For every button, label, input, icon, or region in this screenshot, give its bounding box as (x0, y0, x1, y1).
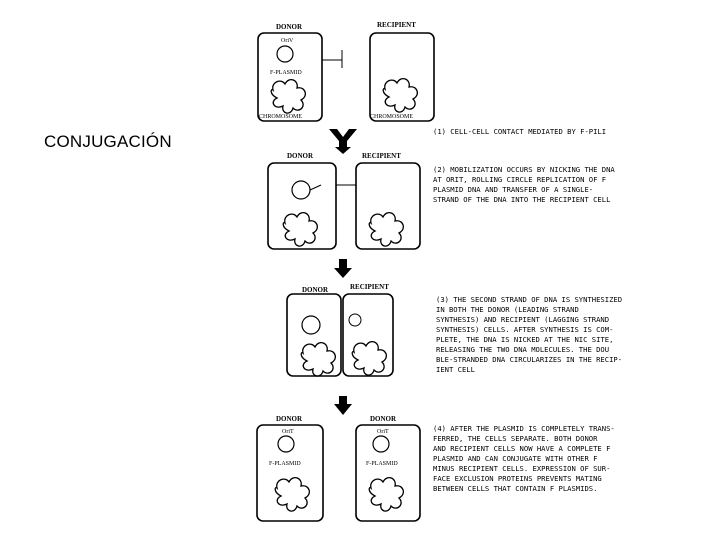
caption-line: (3) THE SECOND STRAND OF DNA IS SYNTHESI… (436, 295, 622, 304)
donor-label: DONOR (276, 23, 303, 31)
caption-line: (2) MOBILIZATION OCCURS BY NICKING THE D… (433, 165, 615, 174)
recipient-plasmid (348, 313, 362, 327)
f-plasmid-label-right: F-PLASMID (366, 461, 398, 467)
left-chromosome (274, 476, 311, 512)
donor-chromosome (300, 341, 337, 377)
donor-chromosome (282, 211, 319, 247)
f-plasmid (276, 45, 294, 63)
caption-line: PLETE, THE DNA IS NICKED AT THE NIC SITE… (436, 335, 613, 344)
recipient-chromosome (368, 211, 405, 247)
recipient-label: RECIPIENT (377, 21, 416, 29)
caption-line: FERRED, THE CELLS SEPARATE. BOTH DONOR (433, 434, 598, 443)
caption-line: BLE-STRANDED DNA CIRCULARIZES IN THE REC… (436, 355, 622, 364)
caption-line: AND RECIPIENT CELLS NOW HAVE A COMPLETE … (433, 444, 610, 453)
f-plasmid (291, 180, 311, 200)
recipient-label: RECIPIENT (350, 283, 389, 291)
caption-3: (3) THE SECOND STRAND OF DNA IS SYNTHESI… (436, 295, 622, 374)
page-title: CONJUGACIÓN (44, 132, 172, 151)
caption-line: PLASMID AND CAN CONJUGATE WITH OTHER F (433, 454, 597, 463)
donor-plasmid (301, 315, 321, 335)
stage-2: DONOR RECIPIENT (267, 152, 421, 250)
left-cell (256, 424, 324, 522)
right-cell (355, 424, 421, 522)
caption-line: BETWEEN CELLS THAT CONTAIN F PLASMIDS. (433, 484, 597, 493)
caption-line: IENT CELL (436, 365, 475, 374)
recipient-chromosome (351, 340, 388, 376)
donor-chromosome (270, 78, 307, 114)
arrow-2 (334, 259, 352, 278)
stage-1: DONOR RECIPIENT OriV F-PLASMID CHROMOSOM… (257, 21, 435, 122)
arrow-3 (334, 396, 352, 415)
caption-line: MINUS RECIPIENT CELLS. EXPRESSION OF SUR… (433, 464, 610, 473)
f-plasmid-label: F-PLASMID (270, 70, 302, 76)
recipient-cell (355, 162, 421, 250)
caption-line: (4) AFTER THE PLASMID IS COMPLETELY TRAN… (433, 424, 615, 433)
arrow-1 (329, 129, 357, 154)
caption-line: AT ORIT, ROLLING CIRCLE REPLICATION OF F (433, 175, 606, 184)
donor-label: DONOR (287, 152, 314, 160)
caption-2: (2) MOBILIZATION OCCURS BY NICKING THE D… (433, 165, 615, 204)
donor-chromosome-label: CHROMOSOME (259, 114, 302, 120)
caption-line: RELEASING THE TWO DNA MOLECULES. THE DOU (436, 345, 609, 354)
caption-line: PLASMID DNA AND TRANSFER OF A SINGLE- (433, 185, 593, 194)
recipient-chromosome-label: CHROMOSOME (370, 114, 413, 120)
stage-3: DONOR RECIPIENT (286, 283, 394, 377)
recipient-cell (369, 32, 435, 122)
left-plasmid (277, 435, 295, 453)
donor-label-left: DONOR (276, 415, 303, 423)
orit-label-left: OriT (282, 429, 294, 435)
oriv-label: OriV (281, 38, 294, 44)
caption-line: STRAND OF THE DNA INTO THE RECIPIENT CEL… (433, 195, 610, 204)
recipient-cell (342, 293, 394, 377)
recipient-chromosome (382, 77, 419, 113)
caption-line: IN BOTH THE DONOR (LEADING STRAND (436, 305, 579, 314)
right-plasmid (372, 435, 390, 453)
right-chromosome (368, 476, 405, 512)
caption-line: (1) CELL-CELL CONTACT MEDIATED BY F-PILI (433, 127, 606, 136)
stage-4: DONOR DONOR OriT F-PLASMID OriT F-PLASMI… (256, 415, 421, 522)
transferring-strand (309, 184, 322, 191)
caption-4: (4) AFTER THE PLASMID IS COMPLETELY TRAN… (433, 424, 615, 493)
donor-cell (257, 32, 323, 122)
f-plasmid-label-left: F-PLASMID (269, 461, 301, 467)
down-arrow-icon (334, 396, 352, 415)
donor-cell (286, 293, 342, 377)
donor-cell (267, 162, 337, 250)
orit-label-right: OriT (377, 429, 389, 435)
down-arrow-icon (334, 259, 352, 278)
caption-1: (1) CELL-CELL CONTACT MEDIATED BY F-PILI (433, 127, 606, 136)
caption-line: SYNTHESIS) AND RECIPIENT (LAGGING STRAND (436, 315, 609, 324)
down-arrow-icon (329, 129, 357, 154)
caption-line: FACE EXCLUSION PROTEINS PREVENTS MATING (433, 474, 602, 483)
caption-line: SYNTHESIS) CELLS. AFTER SYNTHESIS IS COM… (436, 325, 613, 334)
donor-label-right: DONOR (370, 415, 397, 423)
donor-label: DONOR (302, 286, 329, 294)
recipient-label: RECIPIENT (362, 152, 401, 160)
